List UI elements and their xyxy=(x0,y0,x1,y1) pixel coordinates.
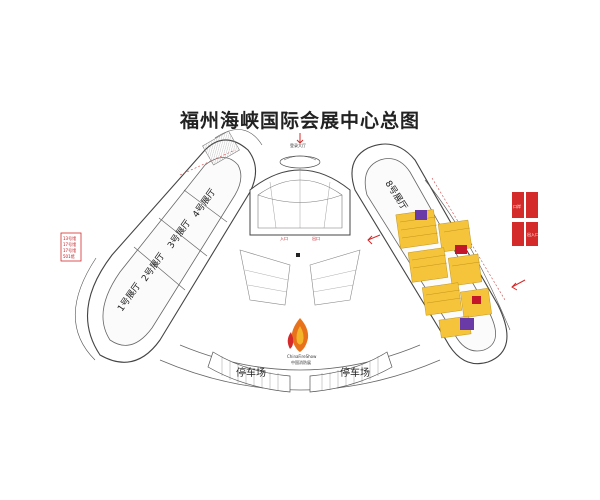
booth-highlight xyxy=(415,210,427,220)
parking-right: 停车场 xyxy=(309,351,393,393)
plaza xyxy=(159,249,441,391)
marker-square xyxy=(296,253,300,257)
red-note-exit: 出口 xyxy=(312,235,320,241)
left-legend: 13号馆 17号馆 17号馆 501馆 xyxy=(60,232,82,262)
parking-right-label: 停车场 xyxy=(340,366,370,379)
entrance-label: 登录大厅 xyxy=(290,142,306,148)
right-sign-1: 出入口 xyxy=(527,231,539,237)
parking-left: 停车场 xyxy=(207,351,291,393)
logo-text: ChinaFireShow xyxy=(287,354,317,359)
booth-red xyxy=(455,245,467,254)
left-legend-1: 17号馆 xyxy=(63,241,76,247)
entrance-arrow-icon xyxy=(296,133,304,144)
booth-red-2 xyxy=(472,296,481,304)
left-legend-3: 501馆 xyxy=(63,253,75,259)
arrow-left-icon xyxy=(367,234,381,245)
booth-highlight-2 xyxy=(460,318,474,330)
flame-logo-icon xyxy=(287,318,309,352)
parking-left-label: 停车场 xyxy=(236,366,266,379)
right-signs: 口岸 出入口 xyxy=(512,192,539,246)
left-wing: 1号展厅 2号展厅 3号展厅 4号展厅 xyxy=(74,129,263,363)
right-wing: 8号展厅 xyxy=(351,143,526,365)
central-lobby: 登录大厅 入口 出口 xyxy=(249,133,351,257)
booth-grid xyxy=(395,209,492,339)
right-sign-0: 口岸 xyxy=(513,203,521,209)
left-legend-0: 13号馆 xyxy=(63,235,76,241)
left-legend-2: 17号馆 xyxy=(63,247,76,253)
map-title: 福州海峡国际会展中心总图 xyxy=(179,110,420,132)
red-note-entrance: 入口 xyxy=(280,236,288,241)
arrow-in-icon xyxy=(511,279,526,291)
logo-subtext: 中国消防展 xyxy=(291,359,311,365)
